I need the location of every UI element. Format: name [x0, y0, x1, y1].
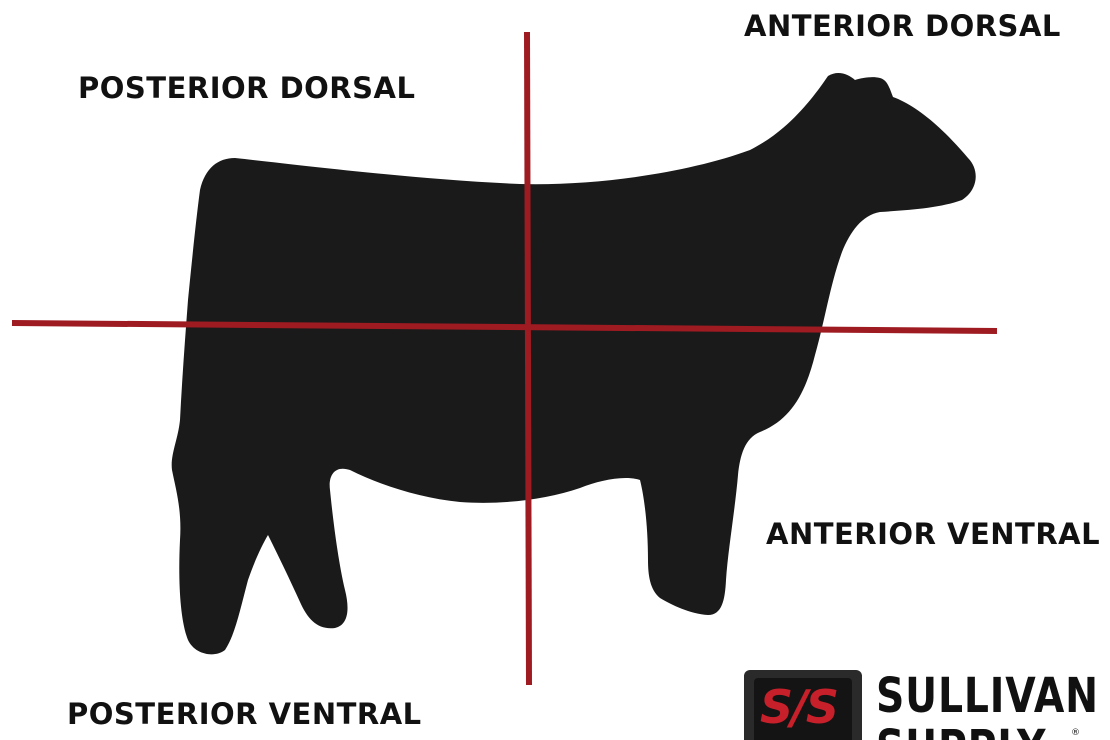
logo-registered-mark: ®	[1071, 728, 1080, 738]
label-anterior-ventral: ANTERIOR VENTRAL	[766, 520, 1100, 549]
vertical-divider-line	[527, 32, 529, 685]
horizontal-divider-line	[12, 323, 997, 331]
label-posterior-ventral: POSTERIOR VENTRAL	[67, 700, 422, 729]
logo-mark: S/S	[760, 684, 837, 730]
label-posterior-dorsal: POSTERIOR DORSAL	[78, 74, 415, 103]
cattle-silhouette-icon	[172, 73, 976, 654]
label-anterior-dorsal: ANTERIOR DORSAL	[744, 12, 1061, 41]
logo-word-sullivan: SULLIVAN	[876, 672, 1099, 720]
brand-logo: S/S SULLIVAN SUPPLY ®	[744, 668, 1110, 740]
logo-badge: S/S	[744, 670, 862, 740]
logo-badge-inner: S/S	[754, 678, 852, 740]
logo-word-supply: SUPPLY	[876, 724, 1046, 740]
